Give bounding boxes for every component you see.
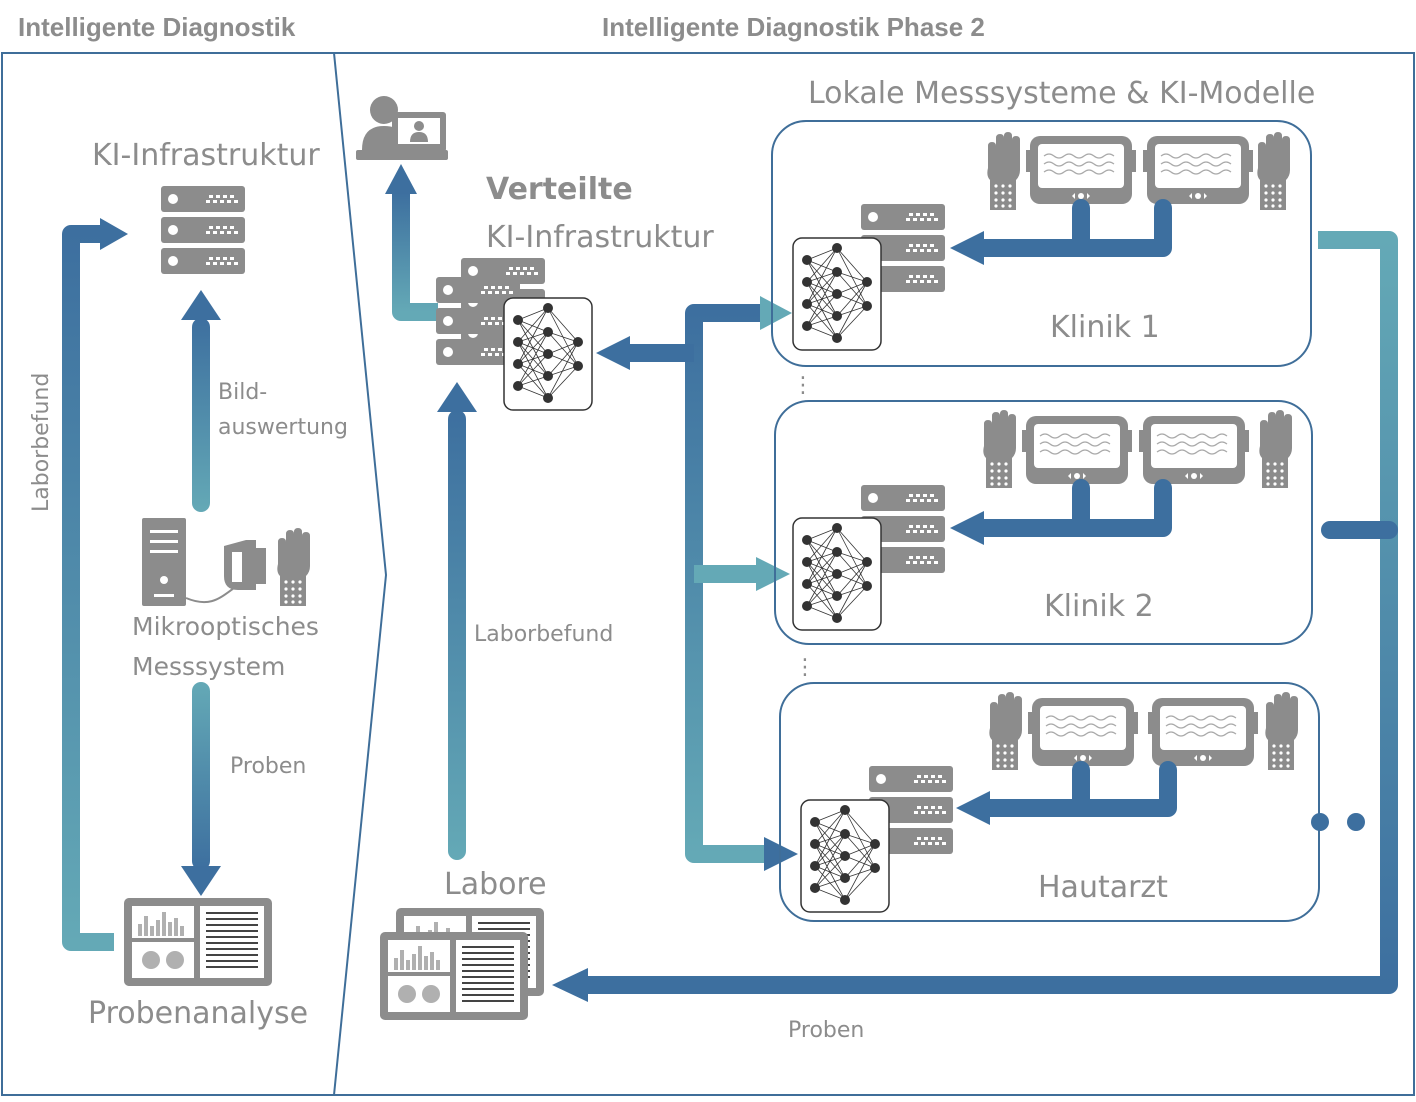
dashboard-icon (124, 898, 272, 986)
site-box-klinik-2 (774, 400, 1313, 645)
ki-infrastruktur-label: KI-Infrastruktur (92, 138, 320, 173)
site-label-klinik-2: Klinik 2 (1044, 589, 1154, 624)
glove-icon (277, 528, 310, 606)
laborbefund-label-right: Laborbefund (474, 622, 614, 647)
proben-label-bottom: Proben (788, 1018, 865, 1043)
more-dots (1311, 813, 1365, 831)
site-box-klinik-1 (771, 120, 1312, 367)
arrow-proben-return (552, 231, 1398, 1002)
dermatoscope-icon (224, 540, 266, 590)
ellipsis-1: ⋮ (792, 373, 814, 398)
verteilte-label: Verteilte (486, 172, 633, 207)
probenanalyse-label: Probenanalyse (88, 996, 309, 1031)
frame (1, 52, 1415, 1096)
site-box-hautarzt (779, 682, 1320, 922)
messsystem-label-1: Mikrooptisches (132, 612, 319, 641)
ki-infrastruktur-distributed-label: KI-Infrastruktur (486, 220, 714, 255)
site-label-hautarzt: Hautarzt (1038, 870, 1168, 905)
server-rack-icon (161, 186, 245, 274)
ellipsis-2: ⋮ (794, 655, 816, 680)
arrow-laborbefund-right (437, 382, 477, 860)
bild-label-2: auswertung (218, 415, 348, 440)
arrow-network-branch (596, 296, 798, 871)
dashboard-icon (380, 932, 528, 1020)
labore-label: Labore (444, 867, 547, 902)
arrow-to-user (385, 164, 438, 321)
arrow-proben-left (181, 682, 221, 896)
arrow-laborbefund-left (62, 218, 128, 951)
proben-label-left: Proben (230, 754, 307, 779)
lokale-title: Lokale Messsysteme & KI-Modelle (808, 76, 1316, 111)
cable (185, 587, 235, 604)
arrow-bildauswertung (181, 290, 221, 512)
user-at-computer-icon (356, 96, 448, 160)
messsystem-label-2: Messsystem (132, 652, 286, 681)
neural-network-icon (503, 297, 593, 411)
header-right: Intelligente Diagnostik Phase 2 (602, 12, 985, 42)
bild-label-1: Bild- (218, 380, 268, 405)
site-label-klinik-1: Klinik 1 (1050, 310, 1160, 345)
header-left: Intelligente Diagnostik (18, 12, 296, 42)
tower-pc-icon (142, 518, 186, 606)
laborbefund-label-left: Laborbefund (29, 372, 54, 512)
